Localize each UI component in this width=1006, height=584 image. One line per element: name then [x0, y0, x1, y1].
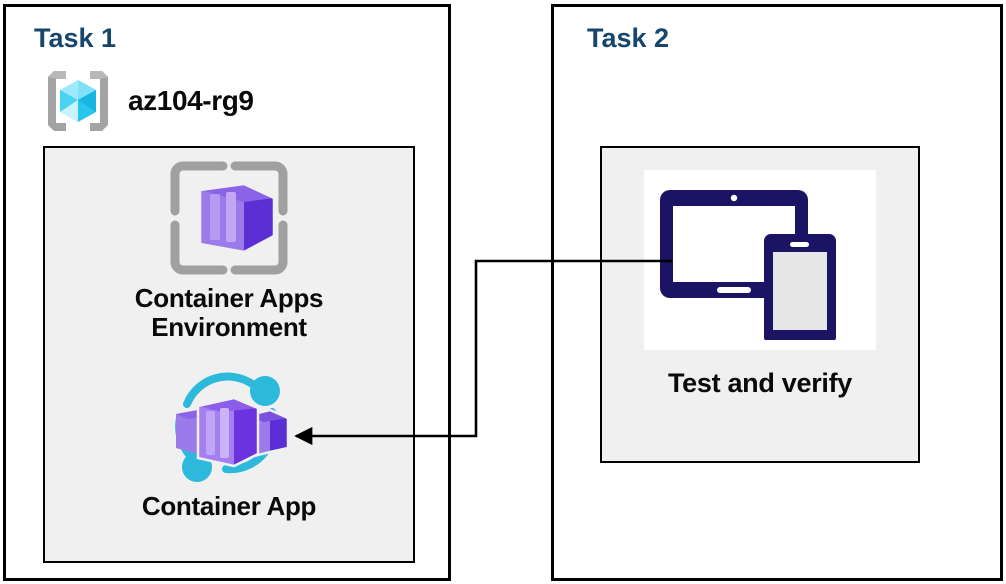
- task-1-inner-box: Container Apps Environment: [43, 146, 415, 563]
- container-app-icon-wrap: [45, 366, 413, 486]
- resource-container-app: Container App: [45, 366, 413, 521]
- task-1-label: Task 1: [34, 23, 117, 53]
- test-and-verify-tile: Test and verify: [602, 170, 918, 399]
- resource-group-name: az104-rg9: [128, 85, 254, 116]
- resource-group-icon: [48, 71, 108, 131]
- test-and-verify-label: Test and verify: [667, 368, 853, 398]
- container-app-label: Container App: [45, 491, 413, 521]
- container-apps-environment-icon: [170, 161, 288, 275]
- resource-group-row: az104-rg9: [42, 65, 254, 137]
- ring-dot-top-right: [250, 376, 280, 406]
- label-line-1: Container App: [141, 491, 317, 521]
- container-apps-environment-label: Container Apps Environment: [45, 283, 413, 343]
- container-app-icon: [175, 372, 290, 482]
- task-1-panel: Task 1 az104-rg9: [3, 4, 451, 581]
- resource-container-apps-environment: Container Apps Environment: [45, 158, 413, 342]
- task-2-inner-box: Test and verify: [600, 146, 920, 463]
- task-2-label: Task 2: [587, 23, 670, 53]
- test-and-verify-devices-icon: [660, 190, 836, 340]
- container-apps-environment-icon-wrap: [45, 158, 413, 278]
- task-2-panel: Task 2 Test and verify: [551, 4, 1003, 581]
- label-line-1: Container Apps: [134, 283, 324, 313]
- label-line-2: Environment: [151, 312, 307, 343]
- test-icon-plate: [644, 170, 876, 350]
